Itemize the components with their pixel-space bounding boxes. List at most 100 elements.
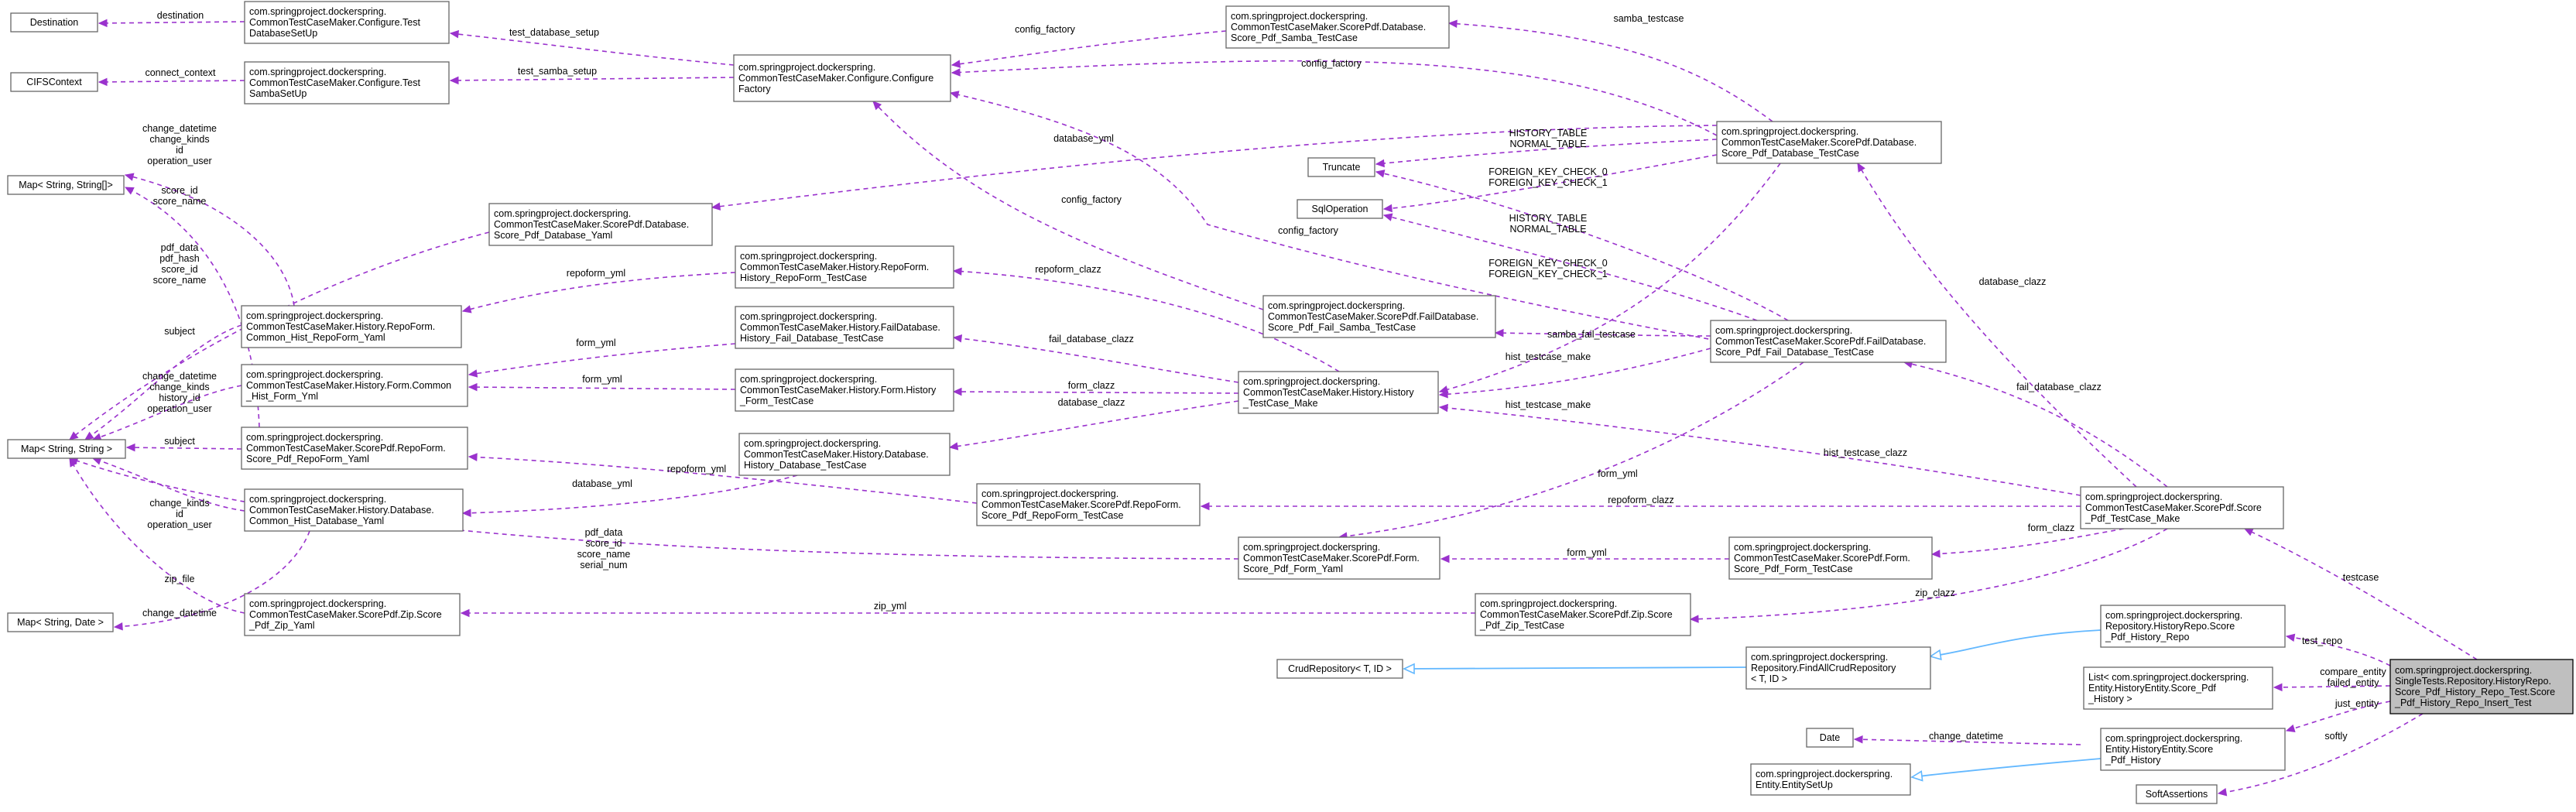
node-label: com.springproject.dockerspring.: [1480, 598, 1617, 609]
node-score-pdf-samba-testcase[interactable]: com.springproject.dockerspring.CommonTes…: [1225, 5, 1450, 49]
node-cifscontext[interactable]: CIFSContext: [10, 72, 98, 92]
node-score-pdf-repoform-yaml[interactable]: com.springproject.dockerspring.CommonTes…: [241, 427, 468, 470]
edge-line: [1439, 406, 2081, 496]
edge-label-hist-form-map: change_kinds: [149, 382, 209, 392]
node-label: Score_Pdf_RepoForm_TestCase: [981, 510, 1123, 521]
edge-line: [450, 33, 735, 66]
node-crud-repository[interactable]: CrudRepository< T, ID >: [1276, 659, 1403, 679]
edge-line: [711, 125, 1718, 208]
edge-label-subject-b: subject: [164, 436, 195, 447]
node-box: [1806, 728, 1854, 748]
node-common-hist-repoform-yaml[interactable]: com.springproject.dockerspring.CommonTes…: [241, 305, 462, 348]
edge-label-testcase: testcase: [2343, 572, 2379, 583]
node-entity-setup[interactable]: com.springproject.dockerspring.Entity.En…: [1750, 763, 1911, 796]
node-label: CommonTestCaseMaker.ScorePdf.FailDatabas…: [1268, 311, 1478, 322]
edge-subject-a: [84, 324, 242, 440]
edge-config-factory-c: [872, 101, 1264, 310]
node-map-string-array[interactable]: Map< String, String[]>: [7, 175, 125, 195]
arrow-head: [468, 382, 478, 392]
arrow-head: [1375, 170, 1386, 178]
node-box: [244, 1, 450, 44]
node-score-pdf-zip-yaml[interactable]: com.springproject.dockerspring.CommonTes…: [244, 593, 461, 636]
arrow-head: [125, 443, 135, 452]
edge-line: [2273, 685, 2391, 688]
node-label: Repository.FindAllCrudRepository: [1751, 663, 1896, 673]
node-label: Score_Pdf_RepoForm_Yaml: [246, 454, 369, 464]
edge-label-config-factory-d: config_factory: [1278, 225, 1339, 236]
node-label: Score_Pdf_Form_TestCase: [1734, 564, 1853, 574]
node-score-pdf-form-yaml[interactable]: com.springproject.dockerspring.CommonTes…: [1238, 536, 1440, 580]
edge-line: [1448, 22, 1773, 122]
node-test-samba-setup[interactable]: com.springproject.dockerspring.CommonTes…: [244, 61, 450, 104]
node-date[interactable]: Date: [1806, 728, 1854, 748]
edge-line: [1375, 139, 1718, 165]
node-score-pdf-form-testcase[interactable]: com.springproject.dockerspring.CommonTes…: [1728, 536, 1933, 580]
node-box: [1262, 295, 1496, 338]
edge-label-test-database-setup: test_database_setup: [509, 27, 599, 38]
node-label: _Pdf_Zip_TestCase: [1479, 620, 1564, 631]
node-box: [1307, 157, 1375, 177]
node-sql-operation[interactable]: SqlOperation: [1297, 199, 1383, 219]
node-soft-assertions[interactable]: SoftAssertions: [2136, 784, 2218, 804]
edge-form-yml-c: [1440, 554, 1729, 564]
node-label: com.springproject.dockerspring.: [494, 208, 631, 219]
arrow-head: [1853, 735, 1863, 744]
node-label: History_RepoForm_TestCase: [740, 272, 867, 283]
arrow-head: [460, 608, 470, 618]
arrow-head: [449, 29, 460, 39]
node-history-fail-database-testcase[interactable]: com.springproject.dockerspring.CommonTes…: [735, 306, 954, 349]
node-history-repoform-testcase[interactable]: com.springproject.dockerspring.CommonTes…: [735, 245, 954, 289]
node-score-pdf-database-yaml[interactable]: com.springproject.dockerspring.CommonTes…: [488, 203, 713, 246]
node-test-database-setup[interactable]: com.springproject.dockerspring.CommonTes…: [244, 1, 450, 44]
edge-line: [84, 324, 242, 440]
node-box: [1297, 199, 1383, 219]
node-score-pdf-fail-database-testcase[interactable]: com.springproject.dockerspring.CommonTes…: [1710, 320, 1947, 363]
node-history-repo-score-pdf[interactable]: com.springproject.dockerspring.Repositor…: [2100, 605, 2286, 648]
node-label: CommonTestCaseMaker.History.Database.: [249, 505, 434, 516]
edge-database-clazz-b: [1857, 162, 2137, 488]
arrow-head: [951, 68, 961, 77]
edge-label-score-map-array: score_id: [161, 185, 197, 196]
edge-repoform-yml-a: [461, 272, 736, 313]
node-truncate[interactable]: Truncate: [1307, 157, 1375, 177]
edge-line: [1903, 361, 2168, 488]
node-score-pdf-repoform-testcase[interactable]: com.springproject.dockerspring.CommonTes…: [976, 483, 1201, 526]
node-label: com.springproject.dockerspring.: [249, 598, 386, 609]
node-map-string-string[interactable]: Map< String, String >: [7, 439, 126, 459]
edge-label-hist-db-map: id: [176, 509, 183, 519]
node-label: Destination: [30, 17, 79, 28]
node-map-string-date[interactable]: Map< String, Date >: [7, 612, 114, 632]
node-destination[interactable]: Destination: [10, 12, 98, 33]
node-list-history-entity[interactable]: List< com.springproject.dockerspring.Ent…: [2083, 666, 2273, 710]
edge-line: [2218, 713, 2424, 794]
node-score-pdf-zip-testcase[interactable]: com.springproject.dockerspring.CommonTes…: [1475, 593, 1691, 636]
node-label: CommonTestCaseMaker.ScorePdf.Form.: [1734, 553, 1910, 564]
node-configure-factory[interactable]: com.springproject.dockerspring.CommonTes…: [733, 54, 951, 102]
node-common-hist-database-yaml[interactable]: com.springproject.dockerspring.CommonTes…: [244, 488, 464, 532]
node-label: SoftAssertions: [2146, 789, 2208, 800]
node-label: CommonTestCaseMaker.History.Database.: [744, 449, 929, 460]
node-score-pdf-database-testcase[interactable]: com.springproject.dockerspring.CommonTes…: [1716, 121, 1942, 164]
node-label: com.springproject.dockerspring.: [2085, 492, 2222, 502]
node-history-form-testcase[interactable]: com.springproject.dockerspring.CommonTes…: [735, 368, 954, 412]
edge-label-test-samba-setup: test_samba_setup: [518, 66, 597, 77]
arrow-head: [1403, 663, 1415, 675]
node-score-pdf-history[interactable]: com.springproject.dockerspring.Entity.Hi…: [2100, 728, 2286, 771]
node-box: [1710, 320, 1947, 363]
node-score-pdf-fail-samba-testcase[interactable]: com.springproject.dockerspring.CommonTes…: [1262, 295, 1496, 338]
node-history-database-testcase[interactable]: com.springproject.dockerspring.CommonTes…: [738, 433, 951, 476]
arrow-head: [1447, 19, 1458, 28]
node-label: _TestCase_Make: [1242, 398, 1318, 409]
edge-line: [125, 174, 295, 307]
edge-samba-fail-testcase: [1494, 328, 1711, 337]
node-box: [10, 12, 98, 33]
node-score-pdf-testcase-make[interactable]: com.springproject.dockerspring.CommonTes…: [2080, 486, 2284, 529]
node-main-test[interactable]: com.springproject.dockerspring.SingleTes…: [2389, 659, 2574, 714]
node-history-testcase-make[interactable]: com.springproject.dockerspring.CommonTes…: [1238, 371, 1439, 414]
node-label: CommonTestCaseMaker.ScorePdf.Score: [2085, 502, 2262, 513]
node-common-hist-form-yml[interactable]: com.springproject.dockerspring.CommonTes…: [241, 364, 468, 407]
node-find-all-crud-repository[interactable]: com.springproject.dockerspring.Repositor…: [1745, 646, 1931, 690]
edge-form-yml-b: [468, 382, 736, 392]
arrow-head: [948, 442, 959, 451]
